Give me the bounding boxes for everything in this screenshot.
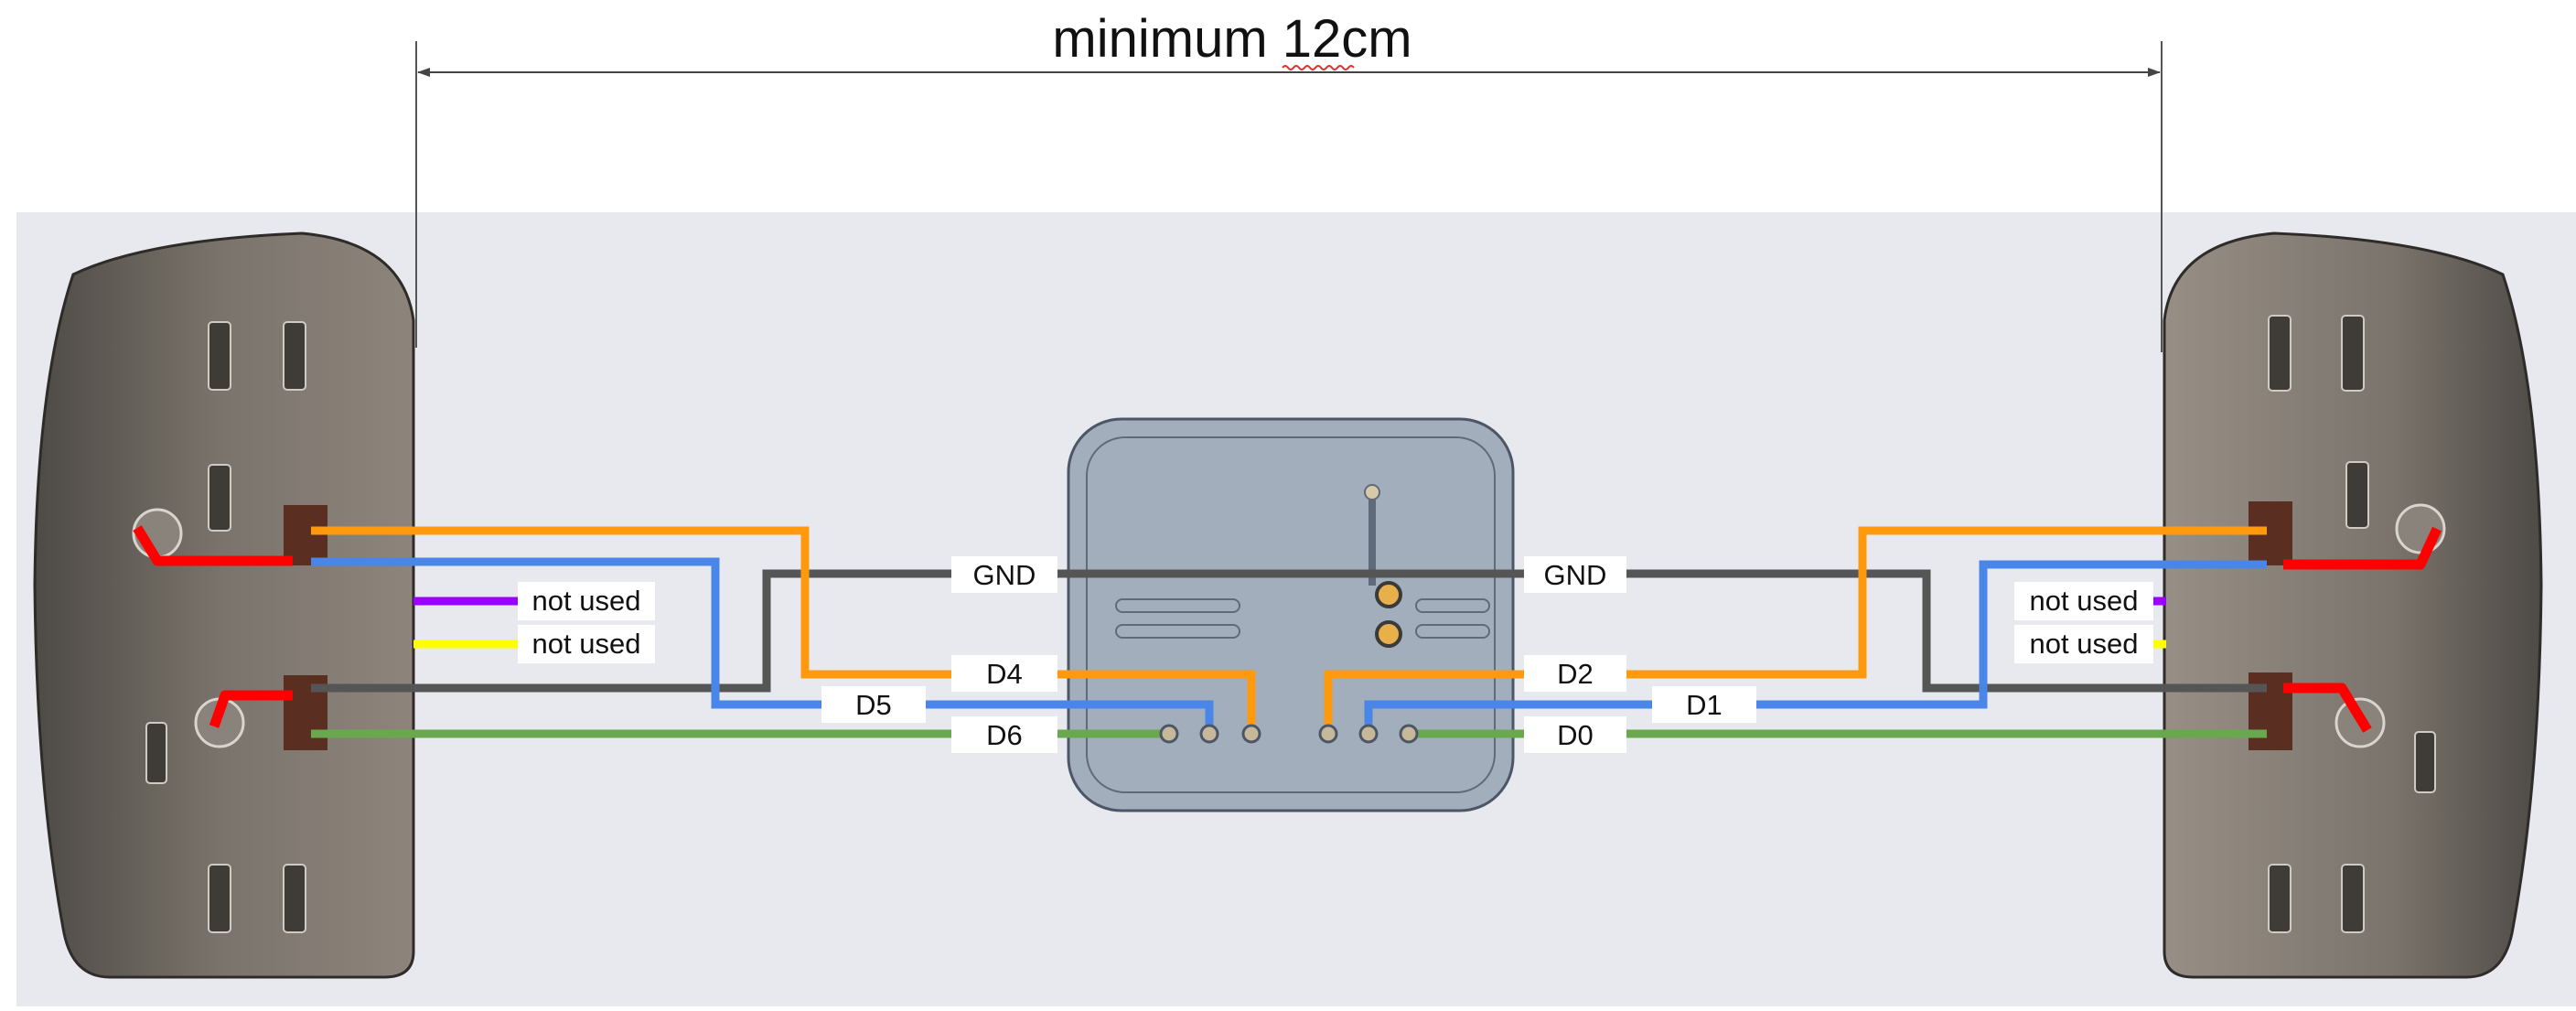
controller-vent-3: [1415, 598, 1490, 613]
left-plate-body: [33, 231, 415, 979]
wire-d2-to-pin: [1324, 670, 1524, 734]
dimension-label: minimum 12cm: [1052, 9, 1411, 69]
left-slot-4: [208, 864, 231, 933]
label-box-gnd-left: [951, 556, 1057, 593]
label-left-not-used-1: not used: [532, 585, 641, 617]
label-gnd-left: GND: [973, 559, 1036, 591]
controller-led-1: [1375, 581, 1402, 608]
label-box-d4: [951, 655, 1057, 692]
left-slot-2: [283, 321, 306, 391]
label-d4: D4: [986, 658, 1023, 690]
label-left-not-used-2: not used: [532, 628, 641, 660]
pin-d0: [1399, 724, 1419, 744]
right-slot-4: [2268, 864, 2292, 933]
label-right-not-used-2: not used: [2030, 628, 2139, 660]
spellcheck-underline: [1282, 65, 1355, 70]
controller-vent-2: [1115, 624, 1240, 639]
label-box-left-not-used-2: [518, 625, 655, 663]
right-upper-screw-hole: [2395, 503, 2446, 554]
label-d0: D0: [1557, 719, 1594, 751]
left-slot-6: [145, 722, 167, 784]
right-slot-5: [2341, 864, 2365, 933]
left-lower-red-wire: [209, 690, 293, 728]
controller-vent-4: [1415, 624, 1490, 639]
left-hand-plate: [33, 231, 415, 979]
wire-d5-to-pin: [926, 700, 1214, 734]
right-slot-2: [2341, 315, 2365, 392]
right-slot-1: [2268, 315, 2292, 392]
left-slot-5: [283, 864, 306, 933]
left-upper-red-wire: [133, 525, 293, 566]
label-d1: D1: [1686, 689, 1723, 721]
controller-pins: [1159, 724, 1419, 744]
label-box-d0: [1524, 716, 1626, 753]
right-slot-3: [2345, 461, 2369, 529]
wire-d4-left: [311, 526, 951, 679]
controller-body: [1067, 417, 1515, 812]
wire-d1-right: [1756, 560, 2267, 709]
right-plate-body: [2163, 231, 2543, 979]
left-slot-3: [208, 464, 231, 532]
wire-labels: GND GND D4 D5 D6 D2 D1 D0 not used not u…: [518, 556, 2153, 753]
pin-d5: [1199, 724, 1219, 744]
label-box-left-not-used-1: [518, 582, 655, 620]
right-upper-red-wire: [2283, 526, 2442, 570]
controller-module: [1067, 417, 1515, 812]
controller-led-2: [1375, 620, 1402, 648]
label-box-right-not-used-2: [2014, 625, 2153, 663]
wire-d5-left: [311, 557, 821, 709]
label-box-right-not-used-1: [2014, 582, 2153, 620]
left-upper-connector: [284, 505, 327, 565]
controller-vent-1: [1115, 598, 1240, 613]
wire-gnd-right: [1626, 569, 2267, 693]
label-right-not-used-1: not used: [2030, 585, 2139, 617]
pin-d2: [1318, 724, 1338, 744]
left-slot-1: [208, 321, 231, 391]
label-box-d5: [821, 686, 926, 723]
label-d6: D6: [986, 719, 1023, 751]
label-box-d1: [1652, 686, 1756, 723]
wire-d2-right: [1626, 526, 2267, 679]
left-wiring: [311, 526, 1372, 738]
pin-d1: [1358, 724, 1379, 744]
controller-inner-frame: [1086, 436, 1496, 793]
right-hand-plate: [2163, 231, 2543, 979]
right-wiring: [1324, 526, 2267, 738]
pin-d4: [1241, 724, 1261, 744]
pin-d6: [1159, 724, 1179, 744]
right-lower-red-wire: [2283, 683, 2372, 733]
wire-d1-to-pin: [1364, 700, 1652, 734]
label-d2: D2: [1557, 658, 1594, 690]
label-d5: D5: [855, 689, 892, 721]
label-box-gnd-right: [1524, 556, 1626, 593]
controller-antenna-hole: [1364, 484, 1380, 500]
wire-d4-to-pin: [1057, 670, 1256, 734]
wire-gnd-left: [311, 569, 951, 693]
dimension-indicator: minimum 12cm: [415, 9, 2163, 352]
label-box-d2: [1524, 655, 1626, 692]
label-box-d6: [951, 716, 1057, 753]
label-gnd-right: GND: [1544, 559, 1607, 591]
right-slot-6: [2414, 731, 2436, 793]
